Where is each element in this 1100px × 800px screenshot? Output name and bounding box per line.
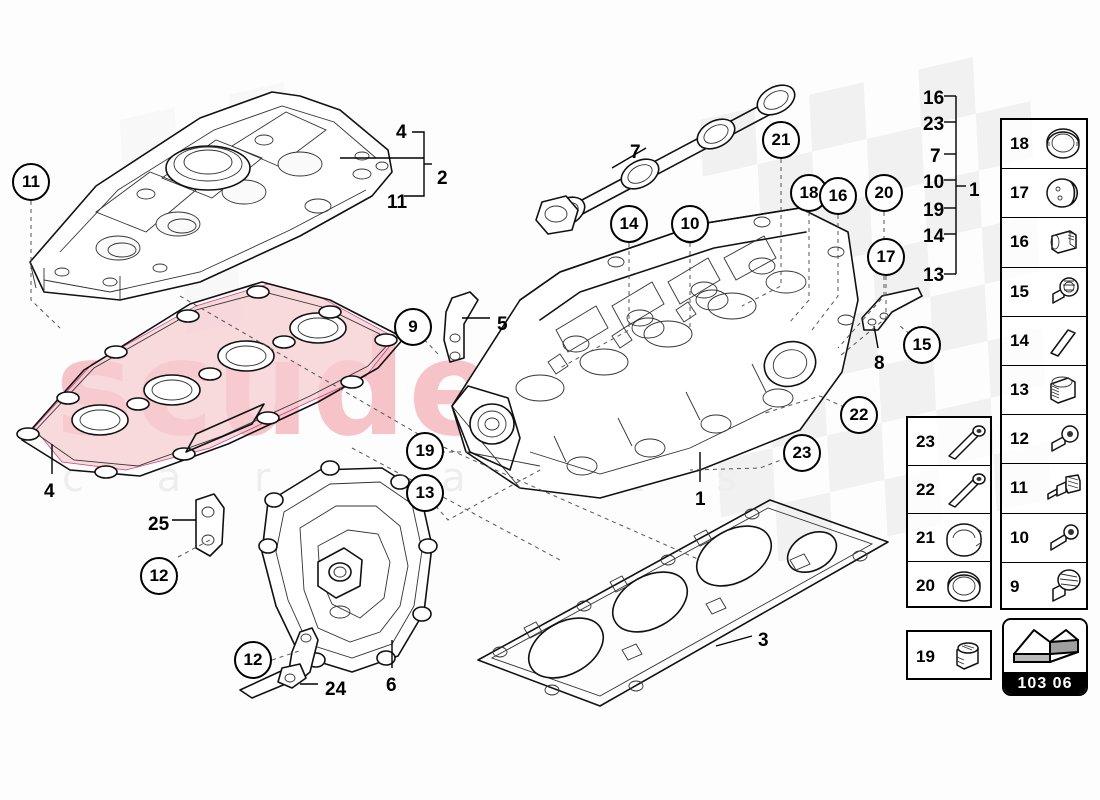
brand-watermark: scuderia xyxy=(55,312,706,466)
intake-gasket-strip-drawing xyxy=(535,84,796,235)
callout-bubble-13[interactable]: 13 xyxy=(406,474,444,512)
legend-item-number: 22 xyxy=(916,479,935,499)
bracket-5-drawing xyxy=(443,291,479,363)
threaded-sleeve-icon xyxy=(1040,366,1086,414)
callout-bubble-16[interactable]: 16 xyxy=(819,177,857,215)
legend-item-13[interactable]: 13 xyxy=(1002,366,1086,416)
leader-number-5: 5 xyxy=(497,314,508,335)
legend-column-middle: 23 22 21 20 xyxy=(906,416,992,608)
callout-bubble-11[interactable]: 11 xyxy=(12,163,50,201)
valve-cover-gasket-drawing xyxy=(16,281,405,479)
hex-bolt-icon xyxy=(1040,514,1086,562)
legend-item-22[interactable]: 22 xyxy=(908,466,990,514)
leader-number-25: 25 xyxy=(148,514,170,535)
legend-item-number: 12 xyxy=(1010,429,1029,449)
legend-item-number: 10 xyxy=(1010,527,1029,547)
legend-item-number: 13 xyxy=(1010,380,1029,400)
seal-ring-icon xyxy=(940,514,990,561)
group-number-badge: 103 06 xyxy=(1002,618,1088,696)
legend-item-number: 9 xyxy=(1010,577,1020,597)
leader-number-6: 6 xyxy=(386,675,397,696)
sensor-plug-icon xyxy=(1040,563,1086,612)
callout-bubble-15[interactable]: 15 xyxy=(903,326,941,364)
part-group-icon xyxy=(1004,620,1086,672)
callout-bubble-21[interactable]: 21 xyxy=(762,121,800,159)
leader-number-7: 7 xyxy=(930,146,941,167)
valve-fitting-icon xyxy=(1040,464,1086,512)
callout-bubble-22[interactable]: 22 xyxy=(840,396,878,434)
callout-bubble-9[interactable]: 9 xyxy=(394,308,432,346)
legend-item-14[interactable]: 14 xyxy=(1002,317,1086,366)
legend-item-number: 23 xyxy=(916,431,935,451)
dowel-pin-icon xyxy=(1040,317,1086,365)
brand-watermark-ghost: S xyxy=(560,350,669,524)
group-number-label: 103 06 xyxy=(1004,672,1086,694)
legend-item-number: 11 xyxy=(1010,478,1028,498)
bracket-8-drawing xyxy=(861,287,923,331)
legend-item-18[interactable]: 18 xyxy=(1002,120,1086,170)
leader-number-24: 24 xyxy=(325,679,347,700)
legend-item-20[interactable]: 20 xyxy=(908,562,990,610)
legend-item-16[interactable]: 16 xyxy=(1002,218,1086,268)
callout-bubble-17[interactable]: 17 xyxy=(867,238,905,276)
legend-column-right: 18 17 16 15 14 13 xyxy=(1000,118,1088,610)
callout-bubble-12[interactable]: 12 xyxy=(140,557,178,595)
legend-item-number: 21 xyxy=(916,527,935,547)
leader-number-23: 23 xyxy=(923,114,945,135)
leader-number-8: 8 xyxy=(874,353,885,374)
legend-item-19[interactable]: 19 xyxy=(908,632,990,682)
bushing-icon xyxy=(1040,218,1086,266)
callout-bubble-23[interactable]: 23 xyxy=(783,434,821,472)
valve-cover-drawing xyxy=(29,91,393,301)
leader-number-2: 2 xyxy=(437,168,448,189)
leader-number-3: 3 xyxy=(758,630,769,651)
leader-number-14: 14 xyxy=(923,226,945,247)
legend-item-15[interactable]: 15 xyxy=(1002,268,1086,317)
leader-number-11: 11 xyxy=(387,192,408,213)
long-stud-bolt-icon xyxy=(935,466,997,513)
leader-number-1: 1 xyxy=(695,489,706,510)
leader-number-4: 4 xyxy=(44,481,55,502)
leader-number-7: 7 xyxy=(630,142,641,163)
legend-item-number: 18 xyxy=(1010,134,1029,154)
legend-item-10[interactable]: 10 xyxy=(1002,514,1086,563)
leader-number-4: 4 xyxy=(396,122,407,143)
long-stud-bolt-icon xyxy=(935,418,997,465)
leader-number-16: 16 xyxy=(923,88,945,109)
bracket-25-drawing xyxy=(195,493,225,557)
legend-cell-19: 19 xyxy=(906,630,992,680)
leader-number-19: 19 xyxy=(923,200,945,221)
legend-item-11[interactable]: 11 xyxy=(1002,464,1086,514)
socket-bolt-icon xyxy=(1040,415,1086,463)
cap-bushing-icon xyxy=(944,632,990,682)
legend-item-12[interactable]: 12 xyxy=(1002,415,1086,465)
legend-item-number: 15 xyxy=(1010,281,1029,301)
o-ring-icon xyxy=(940,562,990,610)
legend-item-number: 20 xyxy=(916,576,935,595)
legend-item-number: 17 xyxy=(1010,183,1029,203)
ring-seal-icon xyxy=(1040,120,1086,168)
legend-item-number: 16 xyxy=(1010,232,1029,252)
legend-item-17[interactable]: 17 xyxy=(1002,169,1086,219)
head-gasket-drawing xyxy=(477,499,889,707)
legend-item-number: 19 xyxy=(916,647,935,666)
leader-number-1: 1 xyxy=(969,180,980,201)
leader-number-13: 13 xyxy=(923,265,945,286)
callout-bubble-10[interactable]: 10 xyxy=(671,205,709,243)
callout-bubble-14[interactable]: 14 xyxy=(610,205,648,243)
callout-bubble-20[interactable]: 20 xyxy=(865,174,903,212)
flange-bolt-icon xyxy=(1040,268,1086,316)
callout-bubble-19[interactable]: 19 xyxy=(406,432,444,470)
legend-item-number: 14 xyxy=(1010,330,1029,350)
callout-bubble-12[interactable]: 12 xyxy=(234,641,272,679)
legend-item-23[interactable]: 23 xyxy=(908,418,990,466)
legend-item-21[interactable]: 21 xyxy=(908,514,990,562)
legend-item-9[interactable]: 9 xyxy=(1002,563,1086,612)
leader-number-10: 10 xyxy=(923,172,945,193)
cap-plug-icon xyxy=(1040,169,1086,217)
